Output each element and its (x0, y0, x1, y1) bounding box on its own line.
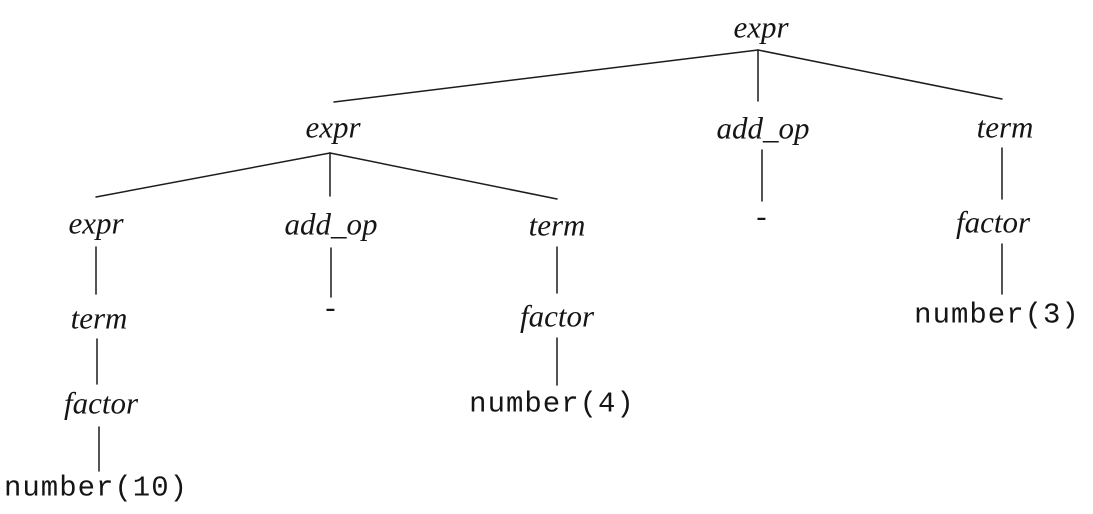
node-term-right: term (976, 109, 1034, 145)
node-expr-inner: expr (305, 109, 361, 145)
node-expr-root: expr (733, 9, 789, 45)
tree-edge (95, 152, 331, 198)
node-number-4: number(4) (469, 387, 635, 421)
node-addop-outer: add_op (716, 110, 810, 146)
node-factor-right: factor (955, 204, 1031, 240)
tree-edge (329, 152, 558, 200)
node-minus-outer: - (752, 202, 772, 236)
node-minus-inner: - (321, 293, 341, 327)
node-factor-mid: factor (519, 298, 595, 334)
tree-edge (757, 49, 1003, 100)
node-term-left: term (70, 300, 128, 336)
node-expr-left: expr (68, 205, 124, 241)
node-number-3: number(3) (914, 298, 1080, 332)
tree-edge (333, 49, 759, 103)
node-addop-inner: add_op (284, 206, 378, 242)
node-term-mid: term (528, 207, 586, 243)
node-number-10: number(10) (3, 471, 189, 505)
node-factor-left: factor (63, 385, 139, 421)
